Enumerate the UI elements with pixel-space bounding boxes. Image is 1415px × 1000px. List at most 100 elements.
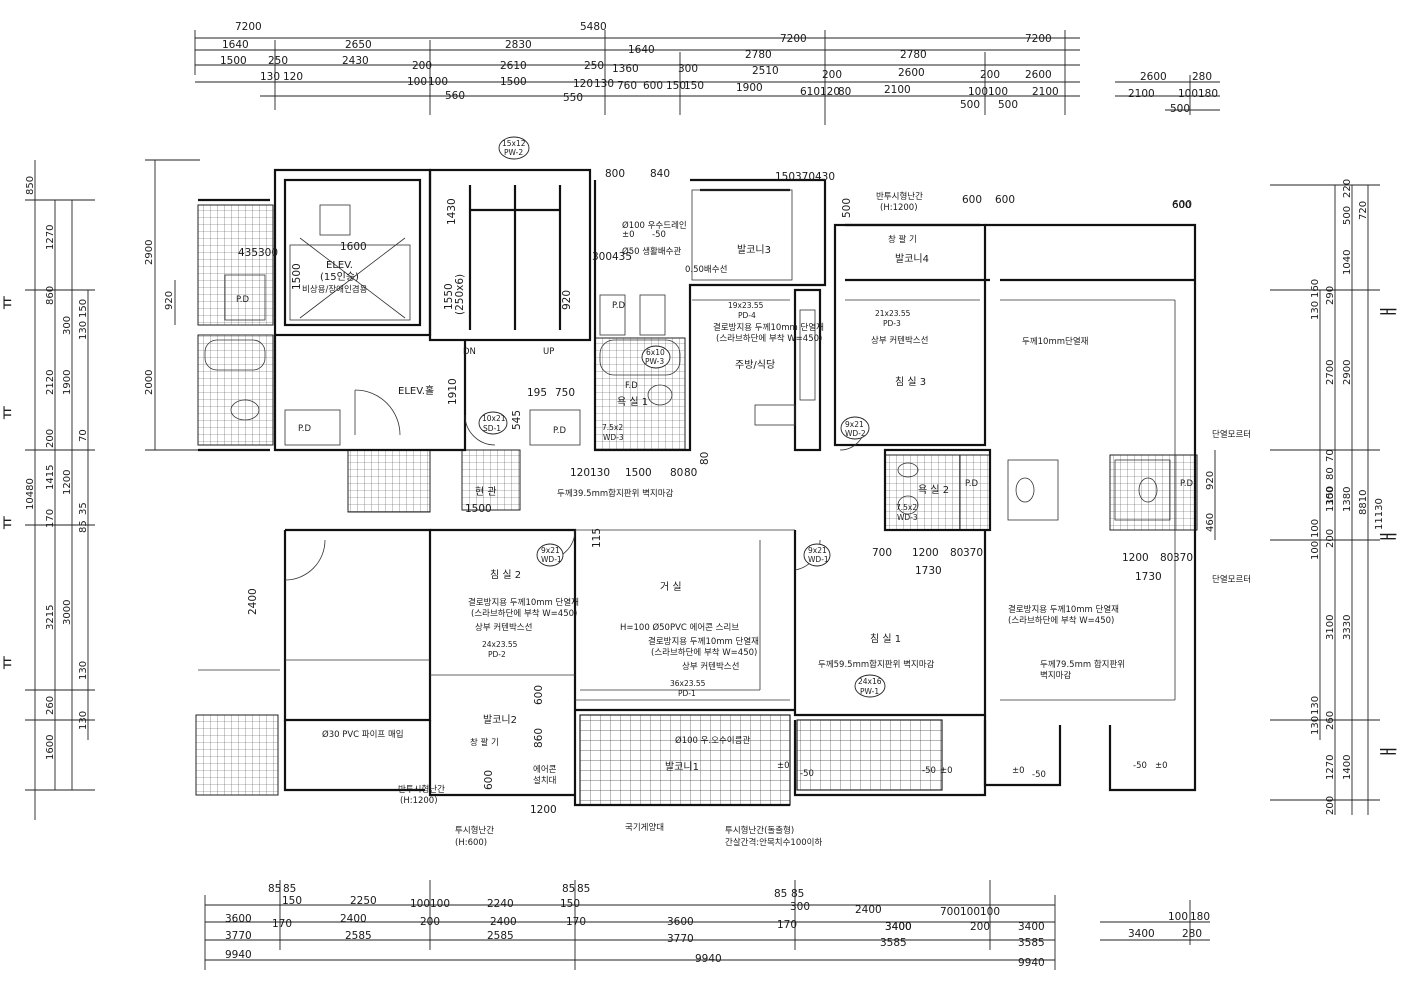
- note-level: ±0: [777, 761, 790, 771]
- dim-right: 1380: [1342, 487, 1353, 512]
- dim-top-3: 2610: [500, 60, 527, 72]
- top-dimension-text: 7200 5480 7200 7200 1640 2650 2830 1640 …: [220, 21, 1218, 115]
- interior-dim: 150: [775, 171, 795, 183]
- dim-bottom-3: 3585: [880, 937, 907, 949]
- interior-dim: 370: [795, 171, 815, 183]
- note-thickness: 두께79.5mm 합지판위: [1040, 660, 1125, 670]
- tag-type: PW-1: [860, 687, 879, 696]
- dim-bottom-1: 2250: [350, 895, 377, 907]
- dim-top-1: 7200: [780, 33, 807, 45]
- dim-right: 70: [1325, 449, 1336, 462]
- dim-top-right: 2100: [1128, 88, 1155, 100]
- note-railing: 반투시형난간: [876, 191, 923, 202]
- walls: [198, 168, 1197, 807]
- dim-top-right: 100: [1178, 88, 1198, 100]
- dim-right: 200: [1325, 796, 1336, 815]
- dim-bottom-1: 85: [577, 883, 590, 895]
- dim-top-4: 120: [283, 71, 303, 83]
- dim-top-4: 100: [968, 86, 988, 98]
- stair-down-label: DN: [463, 347, 476, 357]
- dim-bottom-1: 85: [562, 883, 575, 895]
- interior-dim: 600: [995, 194, 1015, 206]
- dim-bottom-1: 300: [790, 901, 810, 913]
- note-insulation: 결로방지용 두께10mm 단열재: [713, 322, 824, 333]
- tag-code: 9x21: [541, 546, 560, 555]
- dim-left: 850: [25, 176, 36, 195]
- note-flagpole: 국기게양대: [625, 822, 664, 833]
- interior-dim: 750: [555, 387, 575, 399]
- note-railing: (H:1200): [880, 203, 918, 213]
- dim-top-4: 100: [988, 86, 1008, 98]
- dim-right: 100: [1310, 541, 1321, 560]
- dim-bottom-2: 2400: [340, 913, 367, 925]
- dim-bottom-4: 9940: [225, 949, 252, 961]
- tag-code: 36x23.55: [670, 679, 706, 688]
- dim-bottom-1: 100: [960, 906, 980, 918]
- note-level: -50: [800, 769, 814, 779]
- dim-right: 200: [1325, 529, 1336, 548]
- dim-right: 600: [1172, 200, 1191, 211]
- interior-dim: 370: [963, 547, 983, 559]
- note-pd: P.D: [965, 479, 979, 489]
- note-insulation-mortar: 단열모르터: [1212, 574, 1251, 585]
- dim-right: 2700: [1325, 360, 1336, 385]
- interior-dim: 2400: [247, 588, 259, 615]
- bottom-dimension-lines: [204, 880, 1210, 970]
- tag-type: WD-1: [808, 555, 829, 564]
- bedroom-2-label: 침 실 2: [490, 569, 521, 581]
- room-labels: ELEV. (15인승) 비상용/장애인겸용 1600 1500 ELEV.홀 …: [291, 234, 949, 773]
- storage-label: 창 팔 기: [888, 234, 917, 245]
- interior-dimensions: 800 840 150 370 430 600 600 600 1430 435…: [238, 168, 1193, 816]
- axis-mark: ㅐ: [1379, 743, 1400, 760]
- dim-bottom-1: 85: [283, 883, 296, 895]
- note-insulation: 결로방지용 두께10mm 단열재: [648, 636, 759, 647]
- dim-top-5: 550: [563, 92, 583, 104]
- interior-dim: 430: [815, 171, 835, 183]
- dim-left: 130: [78, 661, 89, 680]
- note-insulation: (스라브하단에 부착 W=450): [651, 647, 757, 658]
- interior-dim: 1200: [530, 804, 557, 816]
- dim-bottom-2: 2400: [490, 916, 517, 928]
- tag-code: 10x21: [482, 414, 506, 423]
- dim-top-3: 1500: [220, 55, 247, 67]
- dim-bottom-2: 170: [566, 916, 586, 928]
- note-insulation-mortar: 단열모르터: [1212, 429, 1251, 440]
- dim-left: 2120: [45, 370, 56, 395]
- interior-dim: 840: [650, 168, 670, 180]
- balcony-2-label: 발코니2: [483, 714, 517, 726]
- dim-top-4: 150: [666, 80, 686, 92]
- dim-right: 8810: [1358, 490, 1369, 515]
- tag-type: SD-1: [483, 424, 501, 433]
- tag-code: 7.5x2: [602, 423, 623, 432]
- note-level: ±0: [622, 230, 635, 240]
- dim-right: 1400: [1342, 755, 1353, 780]
- dim-left: 300: [62, 316, 73, 335]
- kitchen-label: 주방/식당: [735, 359, 775, 371]
- note-railing: 간살간격:안목치수100이하: [725, 837, 822, 848]
- dim-top-5: 500: [960, 99, 980, 111]
- dim-right: 160: [1310, 279, 1321, 298]
- dim-top-2: 2650: [345, 39, 372, 51]
- dim-top-1: 7200: [1025, 33, 1052, 45]
- interior-dim: 600: [1172, 199, 1192, 211]
- opening-tags: 15x12 PW-2 19x23.55 PD-4 21x23.55 PD-3 6…: [478, 136, 918, 698]
- dim-top-3: 1360: [612, 63, 639, 75]
- dim-right: 150: [1325, 486, 1336, 505]
- dim-top-4: 80: [838, 86, 851, 98]
- note-railing: (H:600): [455, 838, 487, 848]
- dim-bottom-1: 2240: [487, 898, 514, 910]
- interior-dim: 195: [527, 387, 547, 399]
- dim-bottom-1: 85: [268, 883, 281, 895]
- note-drain: Ø50 생활배수관: [622, 246, 681, 257]
- dim-right: 2900: [1342, 360, 1353, 385]
- tag-type: PD-4: [738, 311, 756, 320]
- dim-left: 150: [78, 299, 89, 318]
- tag-code: 19x23.55: [728, 301, 764, 310]
- dim-top-2: 2780: [900, 49, 927, 61]
- balcony-3-label: 발코니3: [737, 244, 771, 256]
- interior-dim: 1200: [912, 547, 939, 559]
- interior-dim: 435: [238, 247, 258, 259]
- note-pvc: Ø30 PVC 파이프 매입: [322, 729, 404, 740]
- note-level: ±0: [1012, 766, 1025, 776]
